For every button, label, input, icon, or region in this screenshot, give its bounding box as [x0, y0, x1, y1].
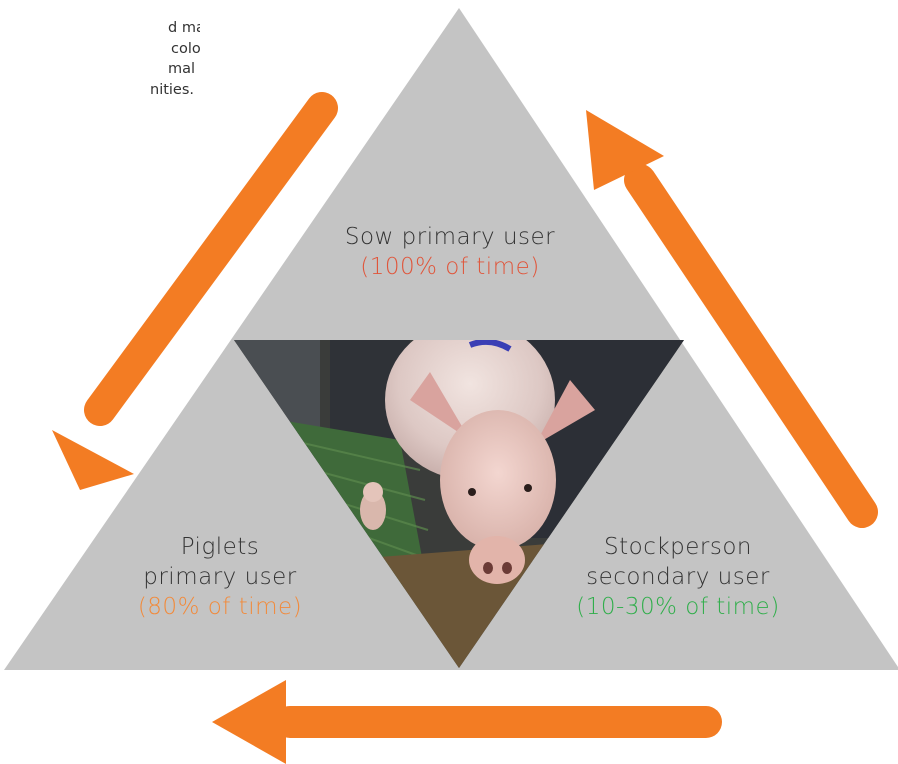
piglets-share: (80% of time): [137, 594, 303, 620]
piglets-role-line1: Piglets: [180, 534, 260, 560]
arrow-down-left-icon: [52, 92, 338, 490]
piglets-user-label: Piglets primary user (80% of time): [90, 532, 350, 622]
triangle-background: [4, 8, 898, 670]
arrow-up-right-icon: [586, 110, 878, 528]
intro-line: nities.: [150, 81, 195, 98]
stockperson-share: (10-30% of time): [576, 594, 780, 620]
piglets-role-line2: primary user: [143, 564, 297, 590]
sow-user-label: Sow primary user (100% of time): [300, 222, 600, 282]
intro-line: d maternal: [168, 20, 200, 36]
intro-text: d maternal colostrum, mal comfort, nitie…: [0, 18, 200, 100]
stockperson-user-label: Stockperson secondary user (10-30% of ti…: [548, 532, 808, 622]
arrow-left-icon: [212, 680, 722, 764]
stockperson-role-line1: Stockperson: [604, 534, 752, 560]
sow-share: (100% of time): [360, 254, 540, 280]
stockperson-role-line2: secondary user: [586, 564, 770, 590]
intro-line: colostrum,: [171, 40, 200, 57]
intro-line: mal comfort,: [168, 61, 200, 77]
sow-role: Sow primary user: [344, 224, 556, 250]
